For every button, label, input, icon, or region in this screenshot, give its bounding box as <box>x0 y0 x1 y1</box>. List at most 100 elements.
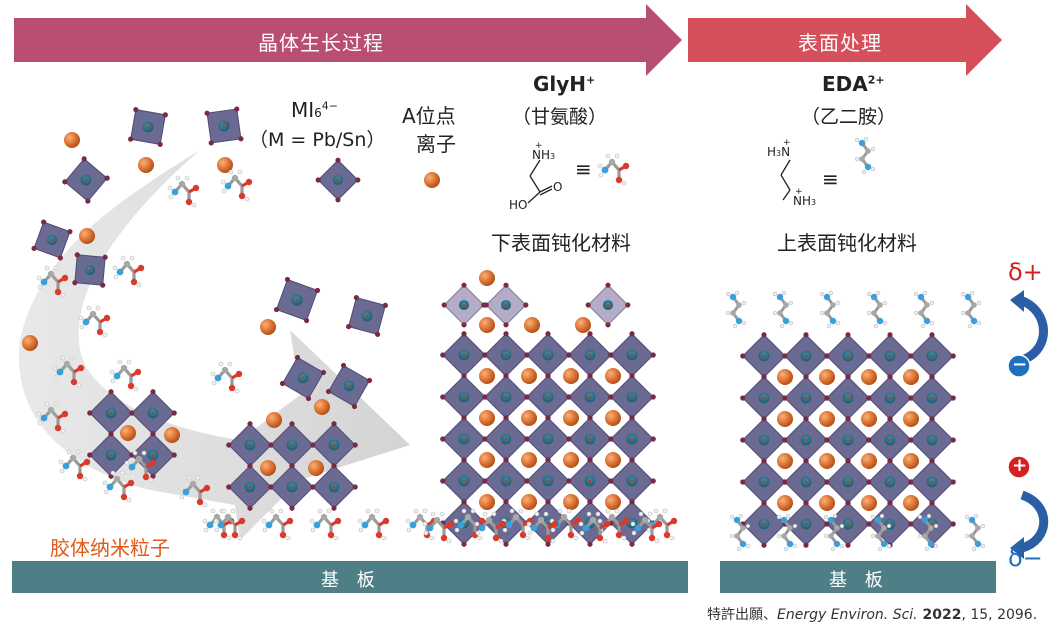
glycine-molecule <box>262 509 293 540</box>
a-site-ion <box>777 411 793 427</box>
citation: 特許出願、Energy Environ. Sci. 2022, 15, 2096… <box>707 604 1037 624</box>
a-site-ion <box>22 335 38 351</box>
a-site-ion <box>524 317 540 333</box>
glycine-molecule <box>110 360 141 391</box>
octahedron <box>585 282 632 329</box>
mi6-label: MI64− <box>291 98 338 122</box>
a-site-ion <box>563 410 579 426</box>
a-site-label-1: A位点 <box>402 100 456 129</box>
eda-cn-label: （乙二胺） <box>801 102 896 129</box>
a-site-ion <box>479 368 495 384</box>
a-site-ion <box>563 494 579 510</box>
a-site-ion <box>777 495 793 511</box>
a-site-ion <box>903 411 919 427</box>
glycine-cn-label: （甘氨酸） <box>512 102 607 129</box>
plus-badge-sign: + <box>1012 455 1027 476</box>
glycine-equiv: ≡ <box>575 157 592 181</box>
glycine-molecule <box>168 176 199 207</box>
a-site-ion <box>521 410 537 426</box>
a-site-ion <box>819 411 835 427</box>
a-site-ion <box>605 368 621 384</box>
a-site-ion <box>819 453 835 469</box>
curved-arrow-bottom <box>1022 495 1044 548</box>
delta-plus-label: δ+ <box>1008 258 1043 286</box>
substrate-right-label: 基 板 <box>829 566 889 592</box>
octahedron <box>72 252 108 288</box>
octahedron <box>61 155 111 205</box>
eda-molecule <box>867 291 887 328</box>
a-site-ion <box>260 460 276 476</box>
glycine-molecule <box>221 170 252 201</box>
a-site-ion <box>521 368 537 384</box>
eda-molecule <box>820 291 840 328</box>
delta-minus-label: δ− <box>1008 544 1043 572</box>
eda-molecule <box>961 291 981 328</box>
eda-molecule <box>726 291 746 328</box>
growth-banner-label: 晶体生长过程 <box>258 27 384 56</box>
a-site-ion <box>479 270 495 286</box>
curved-arrow-top-head <box>1010 290 1024 312</box>
bottom-passivation-label: 下表面钝化材料 <box>491 227 631 256</box>
glycine-ho: HO <box>509 198 527 212</box>
eda-molecule <box>914 291 934 328</box>
a-site-ion <box>64 132 80 148</box>
a-site-ion <box>777 453 793 469</box>
glycine-nh3: NH3 <box>532 148 555 162</box>
a-site-ion <box>138 157 154 173</box>
octahedron <box>128 107 169 148</box>
glycine-molecule <box>358 509 389 540</box>
glycine-molecule <box>79 306 110 337</box>
glycine-molecule <box>211 362 242 393</box>
a-site-ion <box>164 427 180 443</box>
eda-molecule <box>773 291 793 328</box>
a-site-ion <box>605 452 621 468</box>
octahedron <box>315 157 362 204</box>
a-site-ion <box>861 411 877 427</box>
a-site-ion <box>903 369 919 385</box>
glycine-molecule <box>310 509 341 540</box>
eda-molecule <box>965 514 985 551</box>
a-site-ion <box>861 369 877 385</box>
a-site-ion <box>861 495 877 511</box>
eda-label: EDA2+ <box>822 72 885 96</box>
octahedron <box>273 276 321 324</box>
colloid-label: 胶体纳米粒子 <box>50 532 170 561</box>
a-site-ion <box>605 494 621 510</box>
octahedron <box>204 106 244 146</box>
a-site-ion <box>479 410 495 426</box>
a-site-ion <box>479 452 495 468</box>
minus-badge-sign: − <box>1012 354 1027 375</box>
a-site-ion <box>424 172 440 188</box>
a-site-ion <box>260 319 276 335</box>
a-site-ion <box>479 494 495 510</box>
a-site-ion <box>479 317 495 333</box>
a-site-ion <box>521 494 537 510</box>
substrate-left-label: 基 板 <box>321 566 381 592</box>
eda-equiv: ≡ <box>822 167 839 191</box>
glycine-structure <box>528 160 552 203</box>
a-site-ion <box>79 228 95 244</box>
a-site-ion <box>563 452 579 468</box>
surface-banner-label: 表面处理 <box>798 27 882 56</box>
a-site-ion <box>777 369 793 385</box>
metal-definition-label: （M = Pb/Sn） <box>249 125 385 152</box>
a-site-label-2: 离子 <box>416 128 456 157</box>
a-site-ion <box>903 453 919 469</box>
a-site-ion <box>308 460 324 476</box>
glycine-molecule <box>598 154 629 185</box>
eda-nh3: NH3 <box>793 194 816 208</box>
a-site-ion <box>903 495 919 511</box>
a-site-ion <box>120 425 136 441</box>
octahedron <box>345 294 388 337</box>
a-site-ion <box>605 410 621 426</box>
a-site-ion <box>819 495 835 511</box>
eda-h3n: H3N <box>767 145 790 159</box>
a-site-ion <box>314 399 330 415</box>
eda-structure <box>781 160 790 200</box>
a-site-ion <box>575 317 591 333</box>
a-site-ion <box>521 452 537 468</box>
glycine-molecule <box>113 256 144 287</box>
growth-direction-arrow <box>19 150 410 540</box>
eda-molecule <box>855 137 875 174</box>
